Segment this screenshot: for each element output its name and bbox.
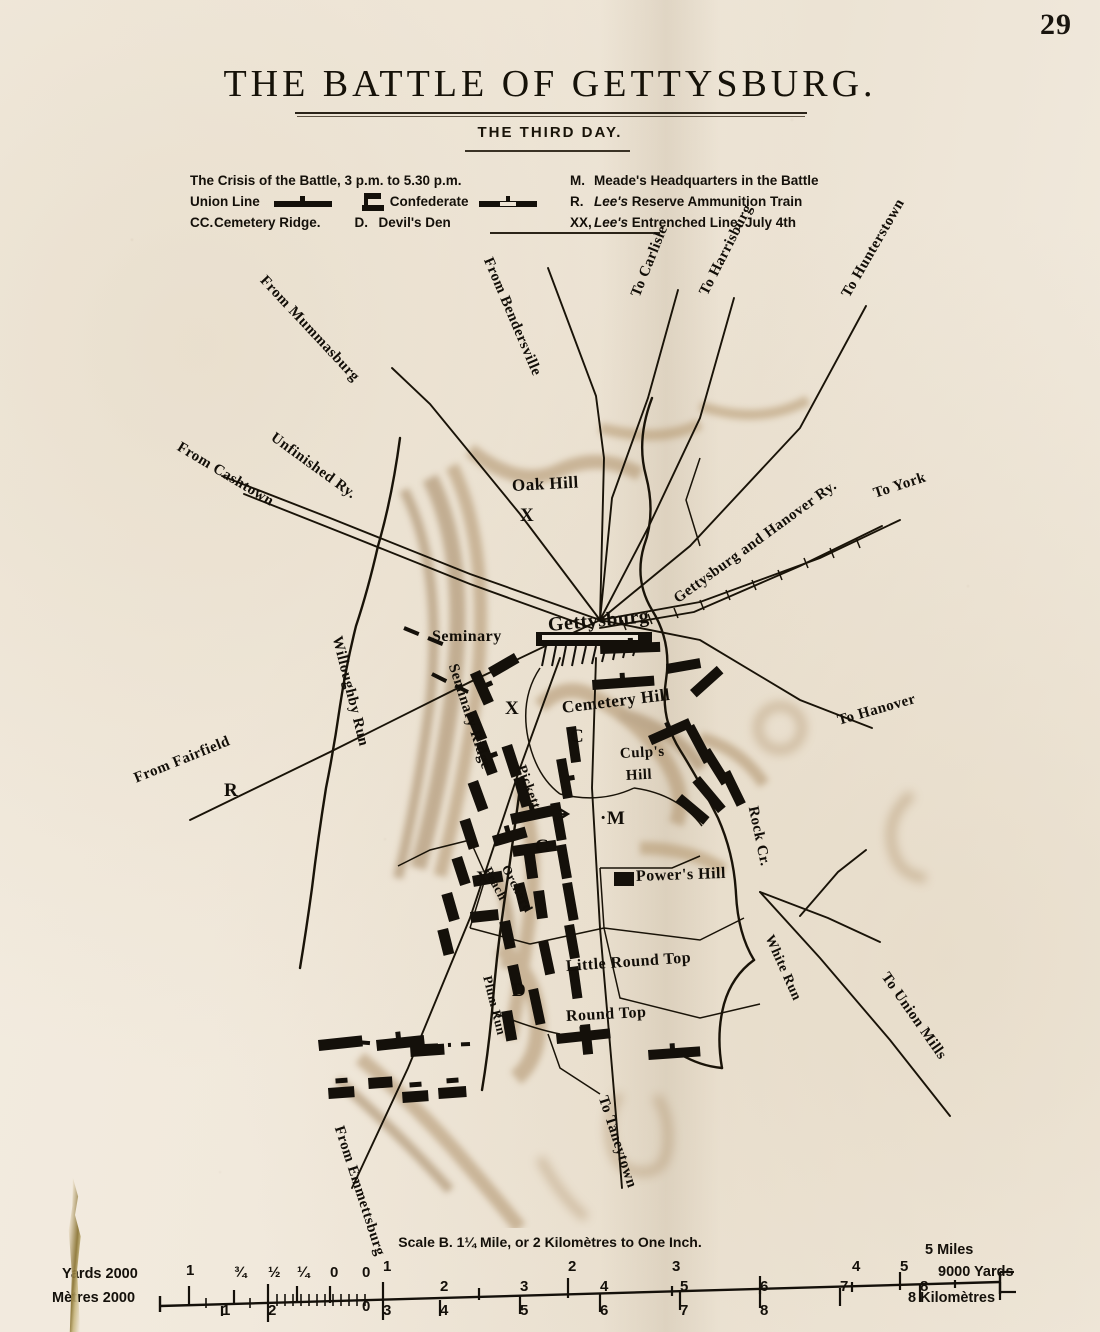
scale-tick-number: 6 bbox=[760, 1278, 769, 1295]
legend-m-label: Meade's Headquarters in the Battle bbox=[594, 173, 819, 188]
legend-d-label: Devil's Den bbox=[378, 215, 451, 230]
scale-tick-number: 1 bbox=[186, 1262, 195, 1279]
map-marker-c: C bbox=[570, 726, 585, 747]
legend-r-row: R. Lee's Reserve Ammunition Train bbox=[570, 191, 900, 212]
map-marker-x: X bbox=[476, 868, 491, 889]
scale-tick-number: 3 bbox=[383, 1302, 392, 1319]
feature-label: Seminary bbox=[432, 628, 502, 645]
scale-tick-number: 0 bbox=[362, 1298, 371, 1315]
scale-graphics bbox=[158, 1270, 1016, 1322]
scale-tick-number: ½ bbox=[268, 1264, 281, 1281]
legend-right-column: M. Meade's Headquarters in the Battle R.… bbox=[570, 170, 900, 233]
terrain-shading bbox=[334, 395, 811, 1228]
paper-tear bbox=[68, 1178, 81, 1332]
scale-tick-number: 0 bbox=[330, 1264, 339, 1281]
page-number: 29 bbox=[1040, 8, 1072, 41]
field-boundaries bbox=[397, 457, 761, 1095]
legend-crisis-text: The Crisis of the Battle, 3 p.m. to 5.30… bbox=[190, 173, 462, 188]
union-troop-bars bbox=[528, 637, 746, 1060]
feature-label: Power's Hill bbox=[635, 864, 727, 885]
map-marker-c: C bbox=[535, 836, 550, 857]
scale-miles-end-label: 5 Miles bbox=[925, 1242, 974, 1258]
legend-m-row: M. Meade's Headquarters in the Battle bbox=[570, 170, 900, 191]
scale-km-end-label: 8 Kilomètres bbox=[908, 1290, 996, 1306]
legend-cc-key: CC. bbox=[190, 215, 214, 230]
page-subtitle: THE THIRD DAY. bbox=[477, 124, 623, 141]
map-marker-x: X bbox=[520, 505, 535, 526]
scale-tick-number: 7 bbox=[840, 1278, 849, 1295]
map-marker-r: R bbox=[224, 780, 239, 801]
scale-tick-number: 4 bbox=[600, 1278, 609, 1295]
flag-symbol-icon bbox=[361, 192, 384, 211]
map-marker-x: X bbox=[505, 698, 520, 719]
legend-crisis-row: The Crisis of the Battle, 3 p.m. to 5.30… bbox=[190, 170, 560, 191]
map-marker-m: ·M bbox=[600, 808, 626, 829]
legend-underline bbox=[490, 232, 660, 234]
map-graphics bbox=[189, 267, 951, 1228]
legend-m-key: M. bbox=[570, 173, 585, 188]
legend-union-label: Union Line bbox=[190, 194, 260, 209]
legend-left-column: The Crisis of the Battle, 3 p.m. to 5.30… bbox=[190, 170, 660, 234]
scale-tick-number: 4 bbox=[852, 1258, 861, 1275]
scale-tick-number: 2 bbox=[268, 1302, 277, 1319]
scale-tick-number: 2 bbox=[440, 1278, 449, 1295]
legend-r-italic: Lee's bbox=[594, 194, 628, 209]
scale-tick-number: 5 bbox=[520, 1302, 529, 1319]
scale-caption: Scale B. 1¼ Mile, or 2 Kilomètres to One… bbox=[398, 1234, 702, 1250]
fine-ticks bbox=[205, 1294, 366, 1308]
legend-d-key: D. bbox=[354, 215, 369, 230]
scale-yards-end-label: 9000 Yards bbox=[938, 1264, 1014, 1280]
scale-tick-number: 8 bbox=[760, 1302, 769, 1319]
legend-xx-row: XX, Lee's Entrenched Line, July 4th bbox=[570, 212, 900, 233]
scale-tick-number: 8 bbox=[920, 1278, 929, 1295]
scale-yards-label: Yards 2000 bbox=[62, 1266, 138, 1282]
pickett-charge-arrow bbox=[519, 807, 571, 821]
legend-xx-key: XX, bbox=[570, 215, 592, 230]
entrenched-line-july4 bbox=[355, 626, 471, 1048]
legend-xx-italic: Lee's bbox=[594, 215, 628, 230]
scale-metres-label: Mètres 2000 bbox=[52, 1290, 136, 1306]
scale-tick-number: 3 bbox=[672, 1258, 681, 1275]
map-marker-d: D bbox=[512, 980, 527, 1001]
legend-cc-d-row: CC. Cemetery Ridge. D. Devil's Den bbox=[190, 212, 560, 233]
scale-tick-number: 1 bbox=[383, 1258, 392, 1275]
confederate-line-symbol-icon bbox=[478, 195, 537, 208]
scale-tick-number: 5 bbox=[680, 1278, 689, 1295]
scale-tick-number: 4 bbox=[440, 1302, 449, 1319]
legend-r-key: R. bbox=[570, 194, 584, 209]
title-divider bbox=[295, 112, 807, 117]
page-title: THE BATTLE OF GETTYSBURG. bbox=[223, 63, 877, 105]
scale-tick-number: 0 bbox=[362, 1264, 371, 1281]
legend-cc-label: Cemetery Ridge. bbox=[214, 215, 321, 230]
scale-tick-number: ¼ bbox=[297, 1264, 310, 1281]
km-ticks bbox=[220, 1282, 1002, 1322]
feature-label: Culp's bbox=[619, 743, 666, 762]
scale-tick-number: 2 bbox=[568, 1258, 577, 1275]
legend-r-label: Reserve Ammunition Train bbox=[631, 194, 803, 209]
scale-tick-number: 1 bbox=[222, 1302, 231, 1319]
railway-ties bbox=[621, 537, 861, 631]
scale-tick-number: 6 bbox=[600, 1302, 609, 1319]
streams bbox=[298, 396, 756, 1092]
scale-tick-number: 7 bbox=[680, 1302, 689, 1319]
feature-label: Hill bbox=[625, 766, 653, 784]
legend-xx-label: Entrenched Line, July 4th bbox=[631, 215, 797, 230]
scale-bar: Yards 2000 Mètres 2000 5 Miles 9000 Yard… bbox=[0, 1242, 1100, 1332]
union-line-symbol-icon bbox=[273, 195, 332, 208]
powers-hill-marker bbox=[614, 872, 634, 886]
subtitle-divider bbox=[465, 150, 630, 152]
legend-confederate-label: Confederate bbox=[389, 194, 469, 209]
legend-lines-row: Union Line Confederate bbox=[190, 191, 560, 212]
road-network bbox=[189, 267, 951, 1189]
confederate-troop-bars bbox=[318, 653, 558, 1103]
scale-tick-number: 5 bbox=[900, 1258, 909, 1275]
feature-label: Oak Hill bbox=[511, 472, 580, 495]
scale-tick-number: 3 bbox=[520, 1278, 529, 1295]
scale-tick-number: ¾ bbox=[234, 1264, 247, 1281]
terrain-rings bbox=[536, 701, 927, 1222]
